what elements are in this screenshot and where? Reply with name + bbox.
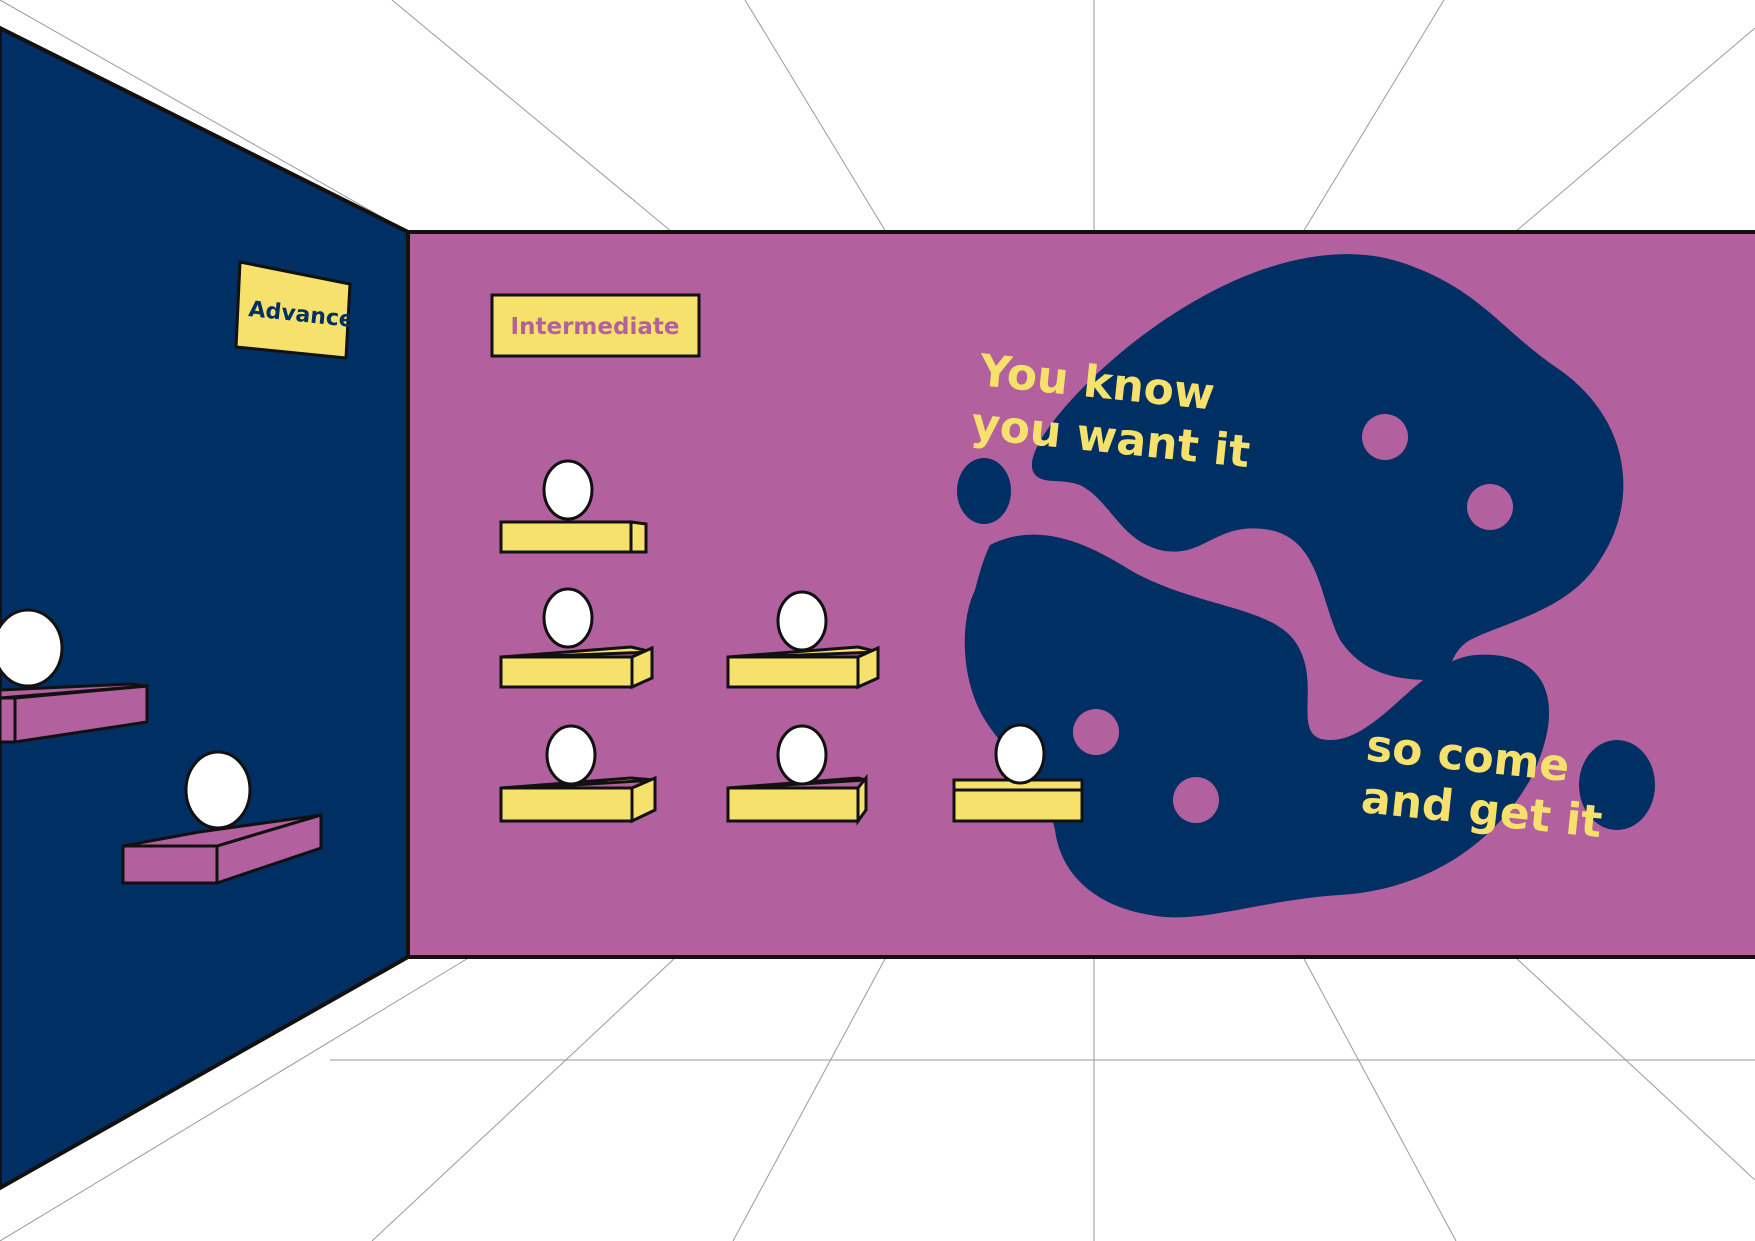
- head-figure: [776, 590, 828, 652]
- advanced-pedestal-2: [121, 750, 323, 886]
- head-figure: [184, 750, 252, 830]
- blob-decoration: [957, 254, 1655, 918]
- pedestal-row3-col1: [499, 724, 657, 824]
- head-figure: [545, 724, 597, 786]
- advanced-pedestals: [0, 608, 323, 886]
- head-figure: [542, 459, 594, 521]
- intermediate-sign-label: Intermediate: [511, 314, 680, 340]
- intermediate-sign: Intermediate: [490, 293, 701, 358]
- left-wall: [0, 25, 410, 1191]
- intermediate-pedestals: [499, 459, 1084, 826]
- pedestal-row2-col2: [726, 590, 880, 690]
- head-figure: [776, 724, 828, 786]
- head-figure: [542, 587, 594, 649]
- pedestal-row3-col2: [726, 724, 868, 826]
- advanced-sign: Advanced: [234, 260, 371, 360]
- pedestal-row2-col1: [499, 587, 654, 690]
- head-figure: [0, 608, 64, 688]
- head-figure: [994, 723, 1046, 785]
- pedestal-row3-col3: [952, 723, 1084, 823]
- blob-dots: [1073, 414, 1513, 823]
- pedestal-row1-col1: [499, 459, 648, 554]
- advanced-pedestal-1: [0, 608, 149, 744]
